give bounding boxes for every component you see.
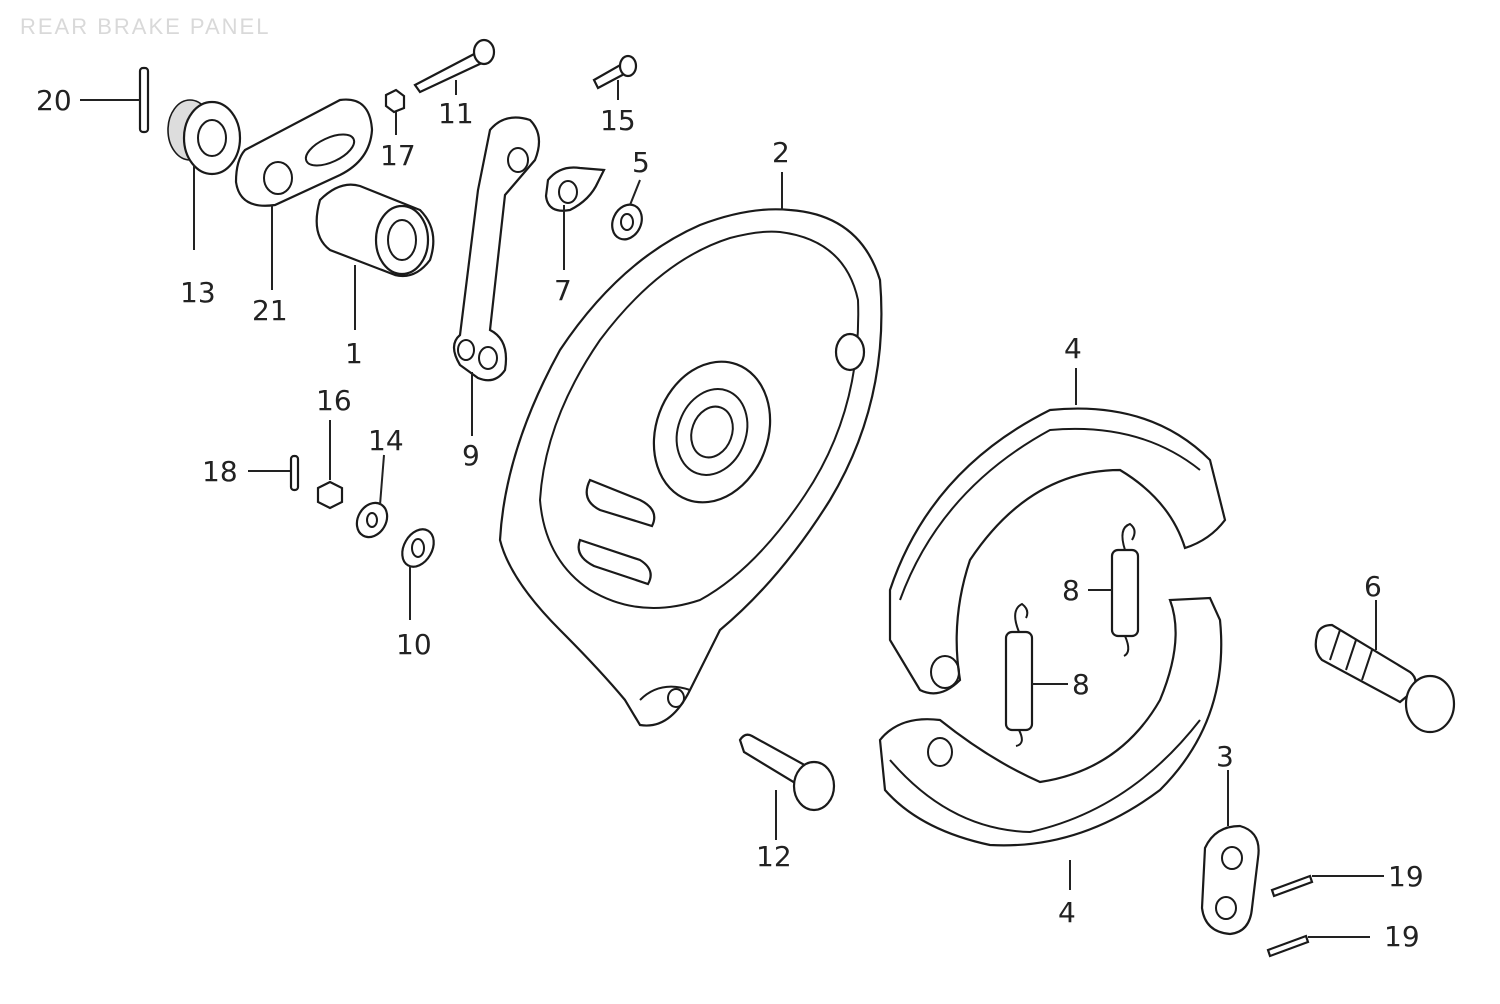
part-2-brake-panel — [498, 208, 883, 727]
label-15: 15 — [600, 104, 636, 137]
part-19-pin-upper — [1270, 874, 1314, 898]
part-5-washer — [611, 203, 643, 241]
label-4-lower: 4 — [1058, 896, 1076, 929]
label-12: 12 — [756, 840, 792, 873]
part-10-washer — [401, 528, 435, 568]
label-5: 5 — [632, 146, 650, 179]
part-1-bushing — [315, 183, 435, 278]
part-8-spring-upper — [1110, 522, 1140, 657]
part-20-cotter-pin — [138, 66, 150, 134]
label-19-lower: 19 — [1384, 920, 1420, 953]
part-13-seal — [167, 99, 242, 176]
label-8-upper: 8 — [1062, 574, 1080, 607]
label-3: 3 — [1216, 740, 1234, 773]
diagram-title: REAR BRAKE PANEL — [20, 14, 271, 39]
part-11-bolt — [413, 38, 496, 94]
label-2: 2 — [772, 136, 790, 169]
label-10: 10 — [396, 628, 432, 661]
part-4-brake-shoe-lower — [878, 596, 1223, 847]
part-7-indicator-plate — [544, 166, 606, 212]
label-1: 1 — [345, 337, 363, 370]
label-19-upper: 19 — [1388, 860, 1424, 893]
part-8-spring-lower — [1004, 602, 1034, 747]
label-13: 13 — [180, 276, 216, 309]
part-3-plate — [1200, 824, 1260, 936]
part-4-brake-shoe-upper — [888, 407, 1227, 695]
label-20: 20 — [36, 84, 72, 117]
label-8-lower: 8 — [1072, 668, 1090, 701]
part-16-nut — [316, 480, 344, 510]
part-19-pin-lower — [1266, 934, 1310, 958]
part-12-bolt — [738, 733, 836, 812]
part-17-nut — [384, 88, 406, 114]
label-6: 6 — [1364, 570, 1382, 603]
part-21-brake-arm — [234, 98, 374, 207]
part-14-washer — [355, 501, 389, 539]
label-21: 21 — [252, 294, 288, 327]
leader-lines — [80, 80, 1384, 938]
label-17: 17 — [380, 139, 416, 172]
label-11: 11 — [438, 97, 474, 130]
label-9: 9 — [462, 439, 480, 472]
label-14: 14 — [368, 424, 404, 457]
label-4-upper: 4 — [1064, 332, 1082, 365]
part-18-pin — [289, 454, 300, 492]
part-15-bolt — [592, 54, 638, 90]
label-7: 7 — [554, 274, 572, 307]
label-18: 18 — [202, 455, 238, 488]
label-16: 16 — [316, 384, 352, 417]
part-6-pivot-bolt — [1314, 623, 1456, 734]
part-9-torque-link — [452, 116, 541, 382]
